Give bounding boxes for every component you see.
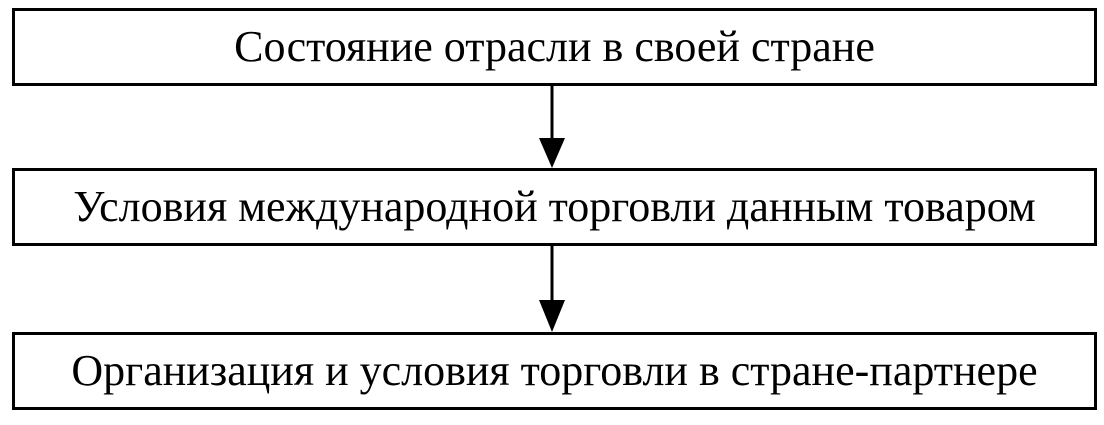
flowchart-box-industry-state: Состояние отрасли в своей стране — [12, 8, 1097, 86]
flowchart-box-partner-country-trade: Организация и условия торговли в стране-… — [12, 332, 1097, 410]
box-label: Условия международной торговли данным то… — [73, 182, 1036, 231]
flowchart-box-international-trade: Условия международной торговли данным то… — [12, 168, 1097, 246]
arrow-down-icon — [532, 246, 572, 332]
box-label: Организация и условия торговли в стране-… — [71, 346, 1038, 395]
box-label: Состояние отрасли в своей стране — [234, 22, 875, 71]
arrow-down-icon — [532, 86, 572, 168]
